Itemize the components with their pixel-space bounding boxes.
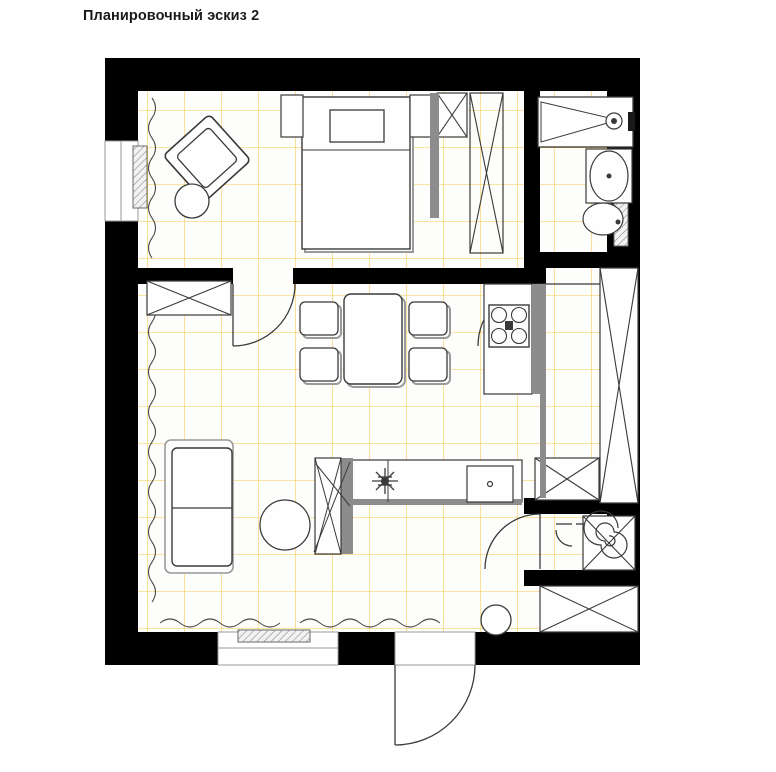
sofa (164, 439, 234, 574)
entrance-opening (394, 631, 476, 666)
curtain-bottom-right (299, 618, 441, 628)
wall-bath-south (524, 252, 607, 268)
wall-hall-stub-1 (524, 268, 546, 284)
bedroom-furniture (164, 92, 504, 254)
wardrobe-left-hall (146, 280, 232, 316)
dining-chair (408, 301, 451, 339)
wall-bottom-middle (338, 632, 395, 665)
sink-bathroom-main (585, 148, 633, 204)
wall-bath2-south (540, 570, 607, 586)
kitchen-counter (313, 457, 523, 555)
wall-bottom-left (105, 632, 218, 665)
nightstand-left (280, 94, 304, 138)
shower-drain-spiral (583, 510, 628, 559)
armchair-bedroom (164, 115, 250, 201)
wall-left-lower (105, 331, 138, 665)
wall-top (105, 58, 640, 91)
wall-bedroom-east (524, 91, 540, 268)
bathroom-main-fixtures (537, 96, 635, 236)
door-bedroom (232, 283, 296, 347)
radiator-left-window (132, 145, 148, 209)
curtain-left-living (147, 301, 157, 603)
bed (301, 96, 414, 253)
wall-bedroom-south-right (293, 268, 540, 284)
nightstand-right (409, 94, 433, 138)
wardrobe-bedroom (430, 92, 504, 254)
curtains-group (147, 97, 441, 628)
coffee-table-round (259, 499, 311, 551)
kitchen-sink (466, 465, 514, 503)
pillow (329, 109, 385, 143)
dining-kitchen-furniture (299, 283, 541, 555)
bathroom-second-fixtures (555, 510, 636, 571)
living-room-furniture (146, 280, 512, 636)
wall-left-upper (105, 58, 138, 141)
refrigerator-freezer-icon (372, 468, 398, 494)
dining-table (343, 293, 406, 388)
wall-hall-mid (540, 498, 607, 514)
side-table-round (174, 183, 210, 219)
bathtub (537, 96, 635, 148)
entrance-door (394, 664, 476, 746)
curtain-bottom-left (159, 618, 281, 628)
kitchen-tall-unit (313, 457, 353, 555)
shower-tray (582, 510, 636, 571)
wall-bedroom-south-left (138, 268, 233, 284)
shadow-bedroom-east (540, 284, 546, 498)
sink-bathroom-second (555, 523, 584, 547)
dining-chair (299, 301, 342, 339)
closet-bottom-right (539, 585, 639, 633)
wall-left-middle (105, 221, 138, 331)
dining-chair (299, 347, 342, 385)
stove-cooktop (488, 304, 530, 348)
wall-shadow-accents (540, 284, 546, 498)
hall-closets (534, 267, 639, 633)
toilet (582, 202, 624, 236)
bathtub-faucet (628, 112, 635, 131)
wall-bottom-right (475, 632, 640, 665)
door-bathroom-second (484, 513, 541, 570)
radiator-bottom-window (237, 629, 311, 643)
side-table-entry (480, 604, 512, 636)
page-title: Планировочный эскиз 2 (83, 8, 260, 24)
curtain-left-bedroom (147, 97, 157, 259)
wardrobe-right-tall (599, 267, 639, 504)
dining-chair (408, 347, 451, 385)
